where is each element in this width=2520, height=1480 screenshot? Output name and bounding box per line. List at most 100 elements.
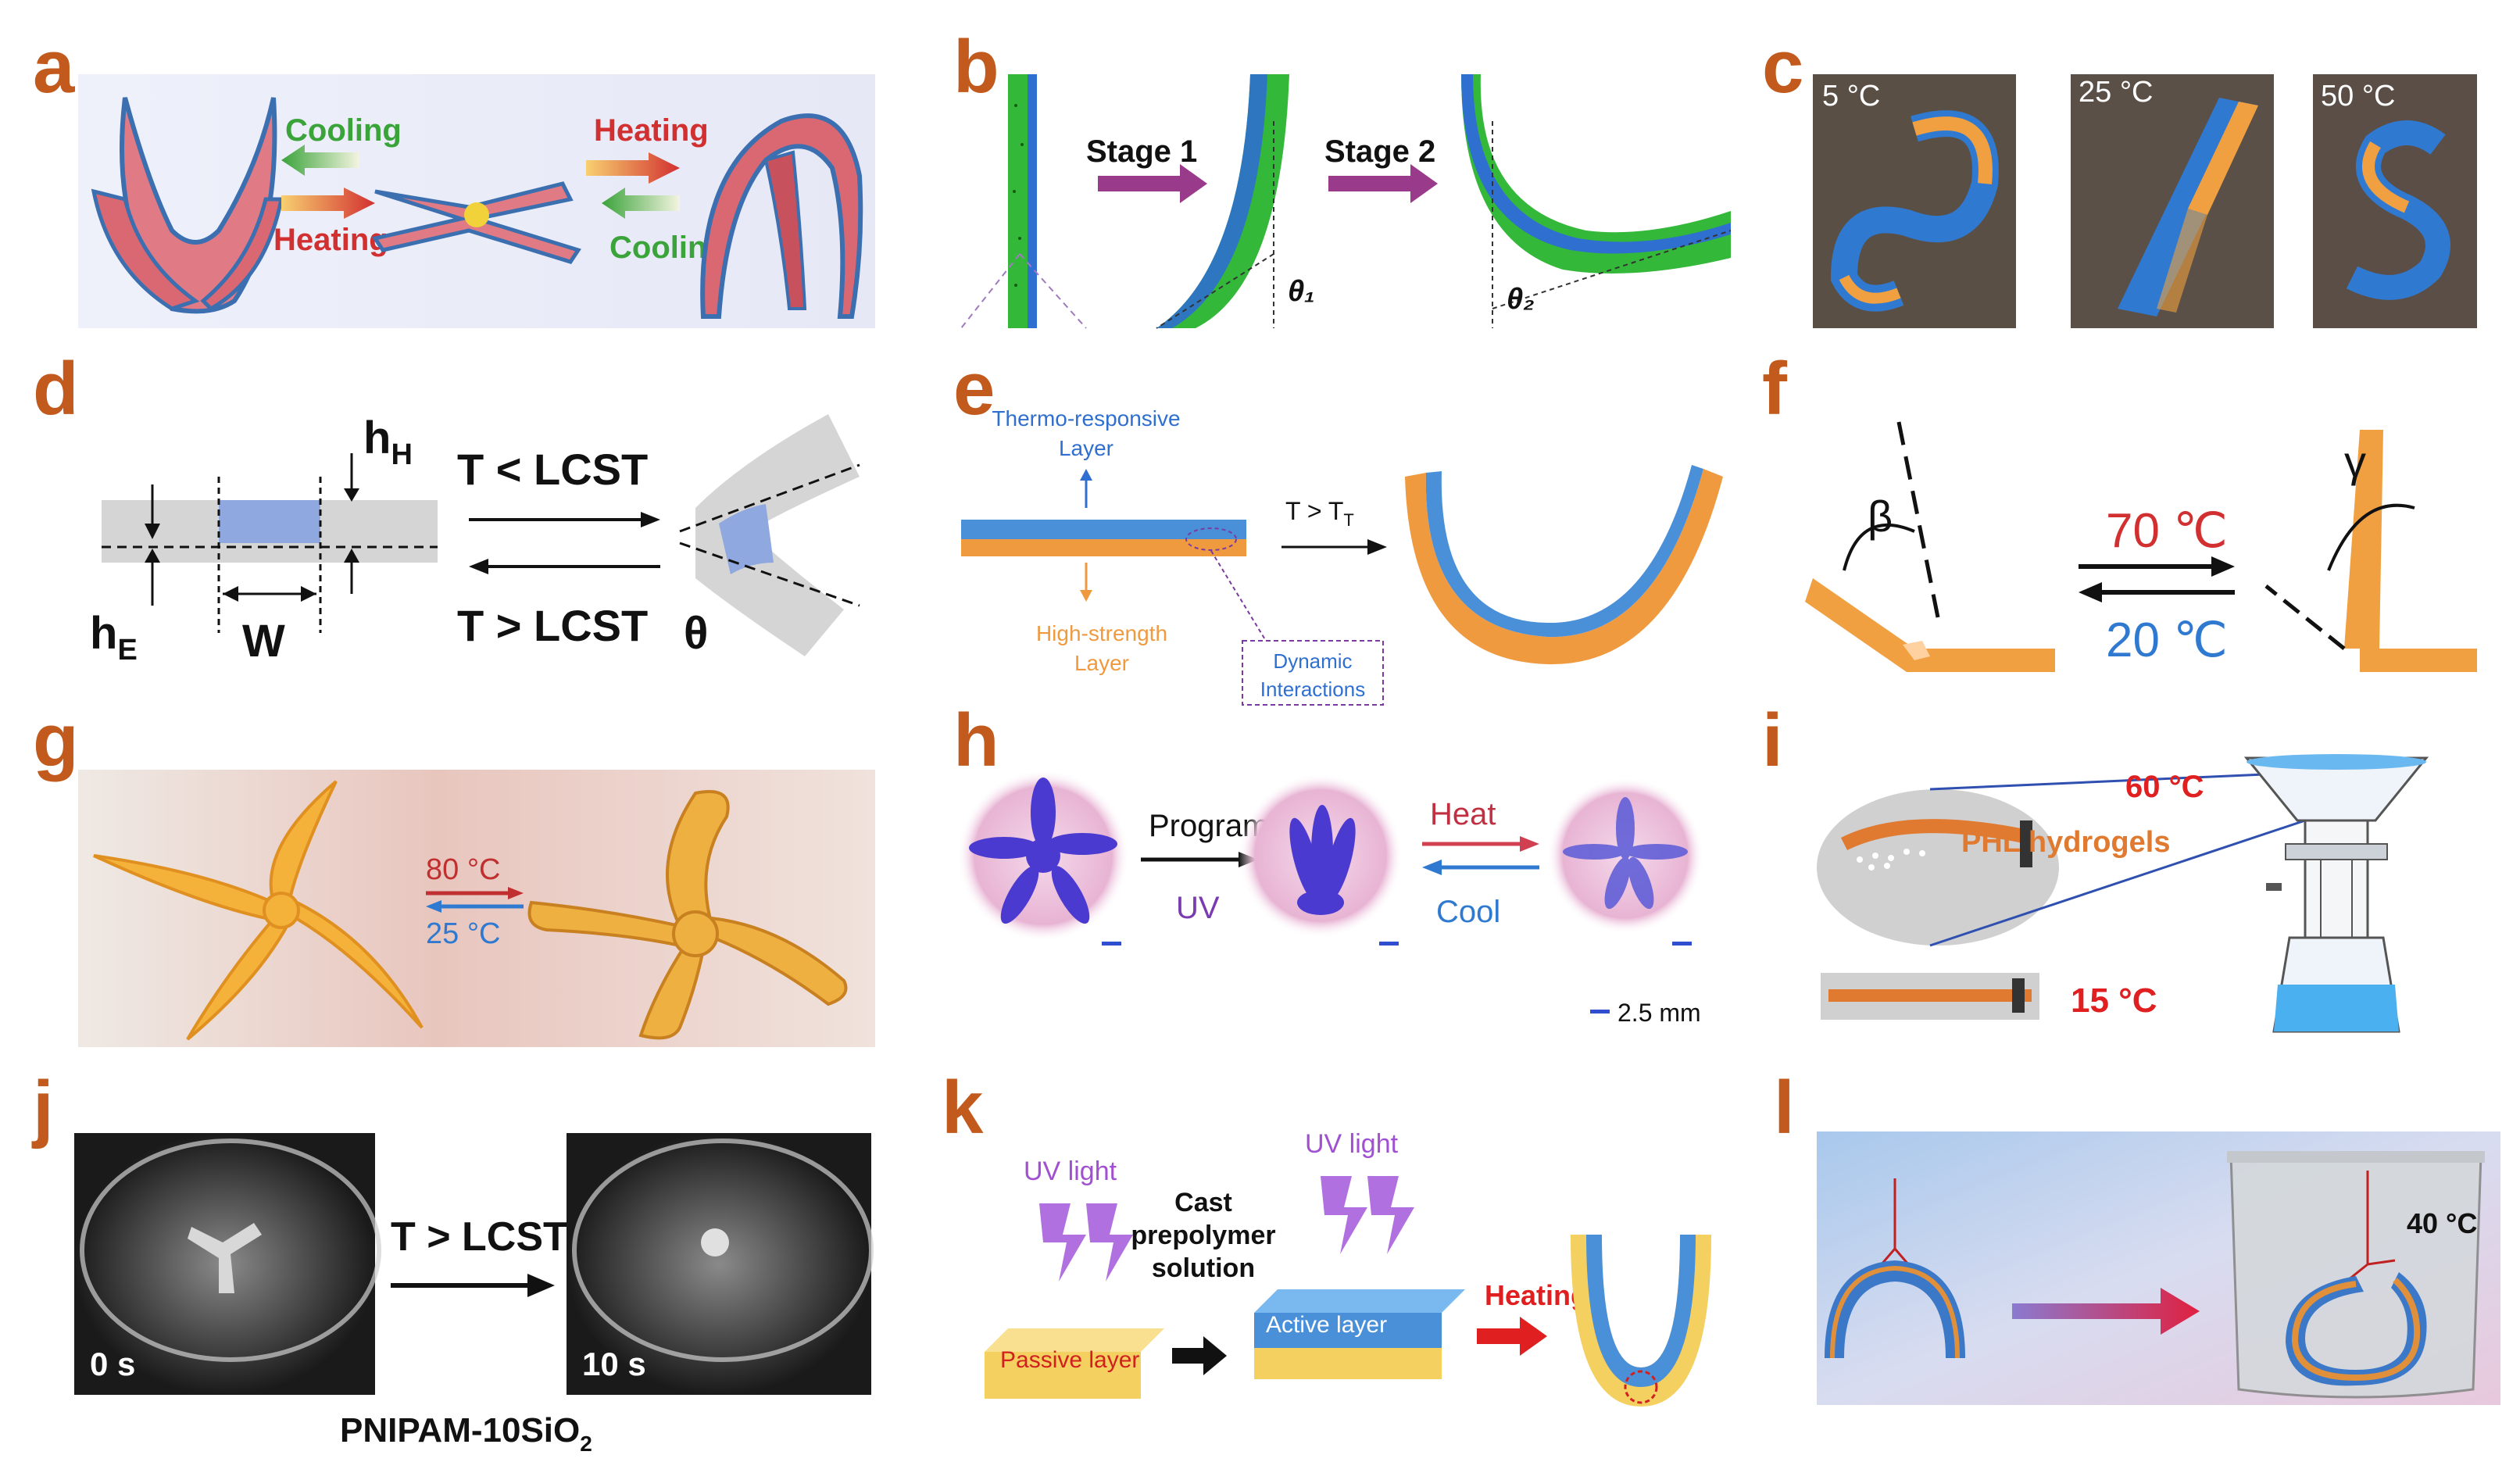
panel-letter-b: b — [953, 25, 999, 109]
heat-label: Heat — [1430, 797, 1496, 831]
gel-shape-0s — [188, 1223, 262, 1293]
high-strength-label-1: High-strength — [1036, 621, 1167, 645]
cooling-label-1: Cooling — [285, 113, 402, 148]
temp-50c-label: 50 °C — [2321, 80, 2395, 113]
temp-15c-label: 15 °C — [2071, 981, 2157, 1020]
t-greater-lcst-label-j: T > LCST — [391, 1214, 568, 1260]
panel-letter-i: i — [1762, 699, 1783, 782]
t-less-lcst-label: T < LCST — [457, 445, 648, 494]
t-greater-tt-label: T > TT — [1285, 497, 1354, 530]
stage1-arrow — [1098, 164, 1207, 203]
heating-arrow-right-2 — [586, 152, 680, 184]
scale-bar-label: 2.5 mm — [1617, 999, 1701, 1027]
cool-label: Cool — [1436, 895, 1500, 929]
prepolymer-label: prepolymer — [1131, 1221, 1275, 1250]
stage2-arrow — [1328, 164, 1438, 203]
panel-letter-k: k — [942, 1066, 984, 1149]
time-10s-label: 10 s — [582, 1346, 646, 1382]
phl-hydrogels-label: PHL hydrogels — [1961, 826, 2170, 859]
panel-letter-a: a — [33, 25, 75, 109]
cooling-arrow-left — [281, 145, 359, 176]
panel-letter-j: j — [33, 1066, 54, 1149]
panel-c-photos: 5 °C 25 °C 50 °C — [1813, 74, 2477, 328]
dynamic-interactions-box — [1242, 640, 1384, 706]
panel-letter-h: h — [953, 699, 999, 782]
theta2-label: θ₂ — [1507, 283, 1535, 316]
bilayer-orange — [961, 539, 1246, 556]
folded-strip — [695, 414, 860, 656]
solution-label: solution — [1152, 1253, 1255, 1283]
panel-f-diagram: β 70 ℃ 20 ℃ γ — [1805, 421, 2477, 672]
material-label: PNIPAM-10SiO2 — [340, 1411, 592, 1456]
temp-40c-label: 40 °C — [2407, 1207, 2477, 1239]
curved-bilayer — [1405, 469, 1723, 665]
gel-shape-10s — [701, 1228, 729, 1257]
theta1-label: θ₁ — [1288, 275, 1315, 308]
arc-strip — [1825, 1260, 1965, 1358]
fold-left — [1805, 578, 2055, 672]
uv-light-label-1: UV light — [1024, 1156, 1117, 1186]
active-layer-label: Active layer — [1266, 1312, 1387, 1338]
gamma-label: γ — [2344, 437, 2366, 486]
fold-right — [2360, 430, 2477, 672]
thermo-layer-label-1: Thermo-responsive — [992, 406, 1180, 431]
panel-j-photos: 0 s T > LCST 10 s PNIPAM-10SiO2 — [74, 1133, 874, 1456]
strip-stage1 — [1156, 74, 1289, 328]
heating-arrow-right — [281, 188, 375, 219]
panel-a-illustration: Cooling Heating Heating Cooling — [78, 74, 875, 328]
temp-20c-label: 20 ℃ — [2106, 613, 2228, 667]
panel-h-diagram: Program UV Heat Cool 2.5 mm — [957, 770, 1703, 1027]
heating-apparatus — [2243, 754, 2429, 1033]
panel-k-diagram: UV light Passive layer Cast prepolymer s… — [985, 1129, 1711, 1407]
high-strength-label-2: Layer — [1074, 651, 1129, 675]
thermo-layer-label-2: Layer — [1059, 436, 1113, 460]
t-greater-lcst-label: T > LCST — [457, 601, 648, 650]
cooling-arrow-left-2 — [602, 188, 680, 219]
panel-g-photos: 80 °C 25 °C — [78, 770, 875, 1047]
beta-label: β — [1868, 492, 1893, 541]
flower-heated — [1563, 797, 1688, 910]
heating-label-2: Heating — [594, 113, 709, 148]
temp-25c-label: 25 °C — [2079, 76, 2153, 109]
panel-d-diagram: hH hE W T < LCST T > LCST θ — [90, 413, 860, 664]
interactions-label: Interactions — [1260, 677, 1365, 701]
time-0s-label: 0 s — [90, 1346, 135, 1382]
panel-letter-e: e — [953, 347, 995, 431]
heating-label-1: Heating — [273, 223, 388, 257]
active-layer — [1254, 1313, 1442, 1348]
dome-star-right — [700, 113, 863, 319]
folded-star-left — [91, 97, 284, 314]
flower-flat — [969, 778, 1117, 924]
width-label: W — [242, 616, 285, 664]
panel-b-illustration: Stage 1 θ₁ Stage 2 θ₂ — [961, 74, 1732, 329]
passive-layer-label: Passive layer — [1000, 1347, 1139, 1373]
u-shaped-bilayer — [1571, 1235, 1711, 1407]
uv-light-label-2: UV light — [1305, 1129, 1399, 1159]
panel-letter-d: d — [33, 347, 79, 431]
panel-letter-f: f — [1762, 347, 1787, 431]
panel-letter-c: c — [1762, 25, 1804, 109]
stage2-label: Stage 2 — [1324, 134, 1435, 169]
panel-l-diagram: 40 °C — [1817, 1131, 2500, 1405]
temp-5c-label: 5 °C — [1822, 80, 1880, 113]
gel-star-flat — [93, 780, 424, 1041]
flower-programmed — [1289, 805, 1356, 915]
temp-70c-label: 70 ℃ — [2106, 504, 2228, 558]
flat-star — [371, 181, 581, 264]
hE-label: hE — [90, 608, 138, 664]
hH-label: hH — [363, 413, 413, 471]
temp-25c-label: 25 °C — [426, 917, 500, 950]
ring-strip — [2286, 1272, 2427, 1386]
panel-e-diagram: Thermo-responsive Layer High-strength La… — [961, 406, 1723, 706]
temp-80c-label: 80 °C — [426, 853, 500, 886]
hinge-rect — [219, 500, 320, 543]
panel-i-diagram: 60 °C PHL hydrogels 15 °C — [1817, 754, 2429, 1033]
cast-label: Cast — [1174, 1188, 1232, 1217]
gradient-arrow — [2012, 1288, 2200, 1335]
temp-60c-label: 60 °C — [2125, 770, 2204, 804]
theta-label: θ — [684, 608, 708, 659]
uv-label: UV — [1176, 891, 1220, 925]
photo-10s — [567, 1133, 871, 1395]
gel-star-curled — [527, 790, 848, 1040]
heating-label-k: Heating — [1485, 1279, 1588, 1311]
